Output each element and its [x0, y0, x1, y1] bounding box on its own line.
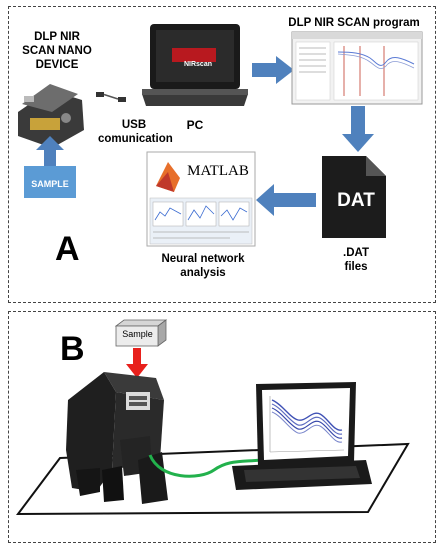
- panel-b: [8, 311, 436, 543]
- device-label-line-3: DEVICE: [35, 59, 79, 71]
- program-screenshot: [291, 31, 423, 105]
- nir-scanner-holder-icon: [66, 372, 168, 504]
- nn-label: Neural network analysis: [148, 252, 258, 280]
- nn-label-line-1: Neural network: [161, 253, 245, 265]
- usb-cable-icon: [96, 92, 126, 102]
- usb-label-line-1: USB: [121, 119, 147, 131]
- pc-to-program-arrow: [252, 56, 294, 84]
- laptop-spectra-plot: [269, 396, 345, 453]
- panel-b-letter: B: [60, 330, 85, 368]
- matlab-logo-text: MATLAB: [187, 163, 249, 179]
- panel-a-letter: A: [55, 230, 80, 268]
- matlab-screenshot: [146, 151, 256, 247]
- sample-label: SAMPLE: [31, 179, 69, 189]
- laptop-icon: [232, 382, 372, 490]
- sample-box-3d: [114, 319, 168, 347]
- pc-label: PC: [186, 118, 204, 132]
- pc-laptop-icon: [142, 24, 248, 106]
- dat-to-matlab-arrow: [256, 184, 316, 216]
- usb-label-line-2: comunication: [98, 133, 173, 145]
- sample-to-device-arrow: [36, 136, 64, 167]
- laptop-screen-text: NIRscan: [183, 61, 212, 68]
- dat-label: .DAT files: [328, 246, 384, 274]
- program-label: DLP NIR SCAN program: [288, 17, 420, 29]
- dat-label-line-1: .DAT: [343, 247, 369, 259]
- sample-3d-label: Sample: [122, 329, 153, 339]
- dat-file-icon: [322, 156, 386, 238]
- usb-cable: [148, 454, 263, 478]
- sample-box: [24, 166, 76, 198]
- device-label-line-1: DLP NIR: [34, 31, 80, 43]
- dat-icon-text: DAT: [337, 190, 375, 211]
- nir-scan-device-icon: [18, 84, 84, 148]
- program-to-dat-arrow: [342, 106, 374, 152]
- usb-label: USB comunication: [98, 118, 173, 146]
- dat-label-line-2: files: [344, 261, 368, 273]
- sample-input-arrow: [126, 348, 148, 378]
- device-label: DLP NIR SCAN NANO DEVICE: [14, 30, 100, 72]
- device-label-line-2: SCAN NANO: [22, 45, 92, 57]
- nn-label-line-2: analysis: [180, 267, 226, 279]
- panel-a: [8, 6, 436, 303]
